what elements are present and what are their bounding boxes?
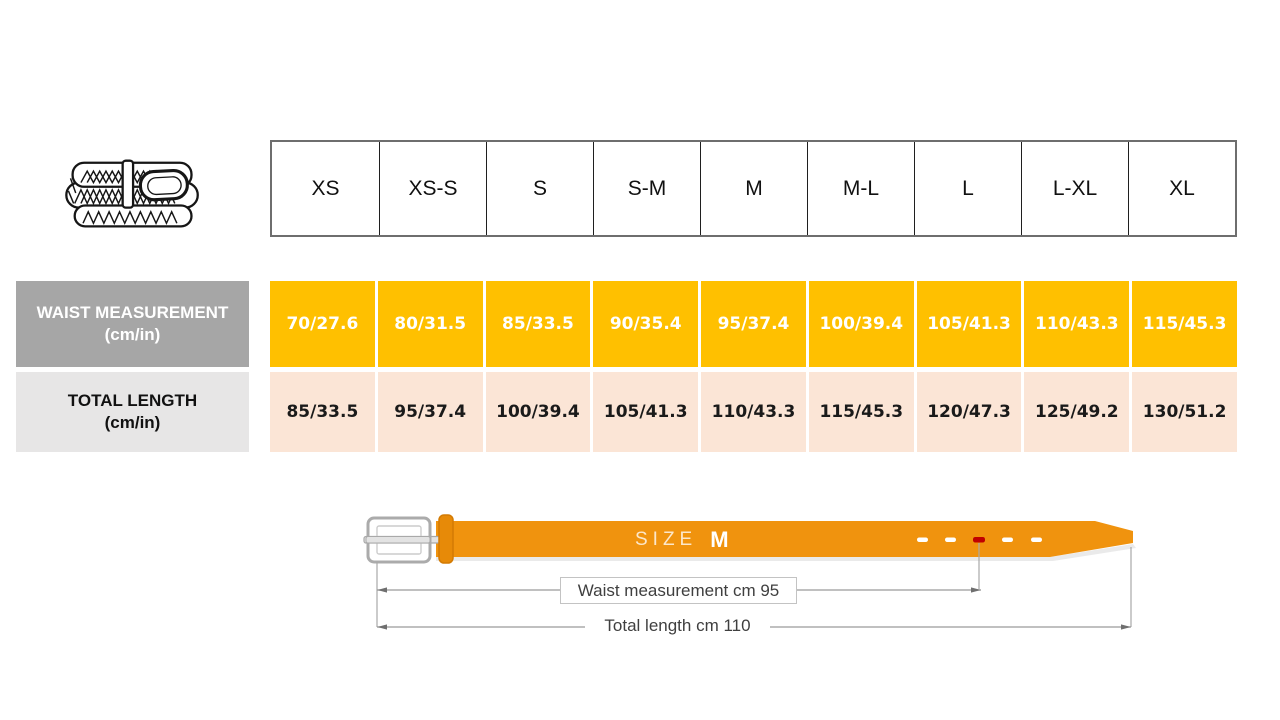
leader-lines <box>376 543 1132 627</box>
braided-belt-illustration <box>65 159 199 228</box>
length-value-cell: 95/37.4 <box>377 372 483 452</box>
length-value-cell: 105/41.3 <box>593 372 699 452</box>
length-value-cell: 125/49.2 <box>1024 372 1130 452</box>
size-column-header: M-L <box>807 142 914 235</box>
waist-value-cell: 95/37.4 <box>701 281 806 367</box>
waist-value-cell: 100/39.4 <box>808 281 914 367</box>
length-value-cell: 100/39.4 <box>485 372 591 452</box>
belt-strap <box>436 521 1133 557</box>
waist-value-cell: 105/41.3 <box>916 281 1022 367</box>
length-value-cell: 120/47.3 <box>916 372 1022 452</box>
total-length-note: Total length cm 110 <box>585 614 770 638</box>
illustration-strap-end <box>121 159 135 209</box>
belt-size-label: SIZE M <box>635 526 729 553</box>
size-column-header: XS <box>311 176 340 200</box>
belt-hole-icon <box>917 537 928 542</box>
size-column-header: XS-S <box>379 142 486 235</box>
waist-value-cell: 85/33.5 <box>485 281 591 367</box>
waist-row-header: WAIST MEASUREMENT (cm/in) <box>16 281 249 367</box>
size-word: SIZE <box>635 528 698 550</box>
belt-loop <box>438 514 454 564</box>
length-row-unit: (cm/in) <box>104 413 161 432</box>
length-value-cell: 110/43.3 <box>701 372 806 452</box>
size-column-header: XL <box>1128 142 1235 235</box>
length-row-label: TOTAL LENGTH <box>67 390 198 410</box>
size-column-header: M <box>700 142 807 235</box>
length-value-cell: 115/45.3 <box>808 372 914 452</box>
dimension-arrows <box>377 587 1131 630</box>
belt-hole-icon <box>945 537 956 542</box>
waist-value-cell: 90/35.4 <box>593 281 699 367</box>
waist-row-label: WAIST MEASUREMENT <box>36 302 229 322</box>
size-value: M <box>710 526 729 552</box>
length-row-header: TOTAL LENGTH (cm/in) <box>16 372 249 452</box>
waist-value-cell: 115/45.3 <box>1132 281 1237 367</box>
length-value-cell: 130/51.2 <box>1132 372 1237 452</box>
size-column-header: L <box>914 142 1021 235</box>
belt-hole-selected-icon <box>973 537 985 543</box>
waist-row-unit: (cm/in) <box>104 325 161 344</box>
waist-measurement-note: Waist measurement cm 95 <box>560 577 797 604</box>
waist-value-cell: 80/31.5 <box>377 281 483 367</box>
waist-value-cell: 70/27.6 <box>270 281 375 367</box>
size-column-header: S <box>486 142 593 235</box>
belt-hole-icon <box>1031 537 1042 542</box>
size-column-header: S-M <box>593 142 700 235</box>
belt-shadow <box>436 544 1136 561</box>
length-value-cell: 85/33.5 <box>270 372 375 452</box>
belt-hole-icon <box>1002 537 1013 542</box>
waist-value-cell: 110/43.3 <box>1024 281 1130 367</box>
size-column-header: L-XL <box>1021 142 1128 235</box>
